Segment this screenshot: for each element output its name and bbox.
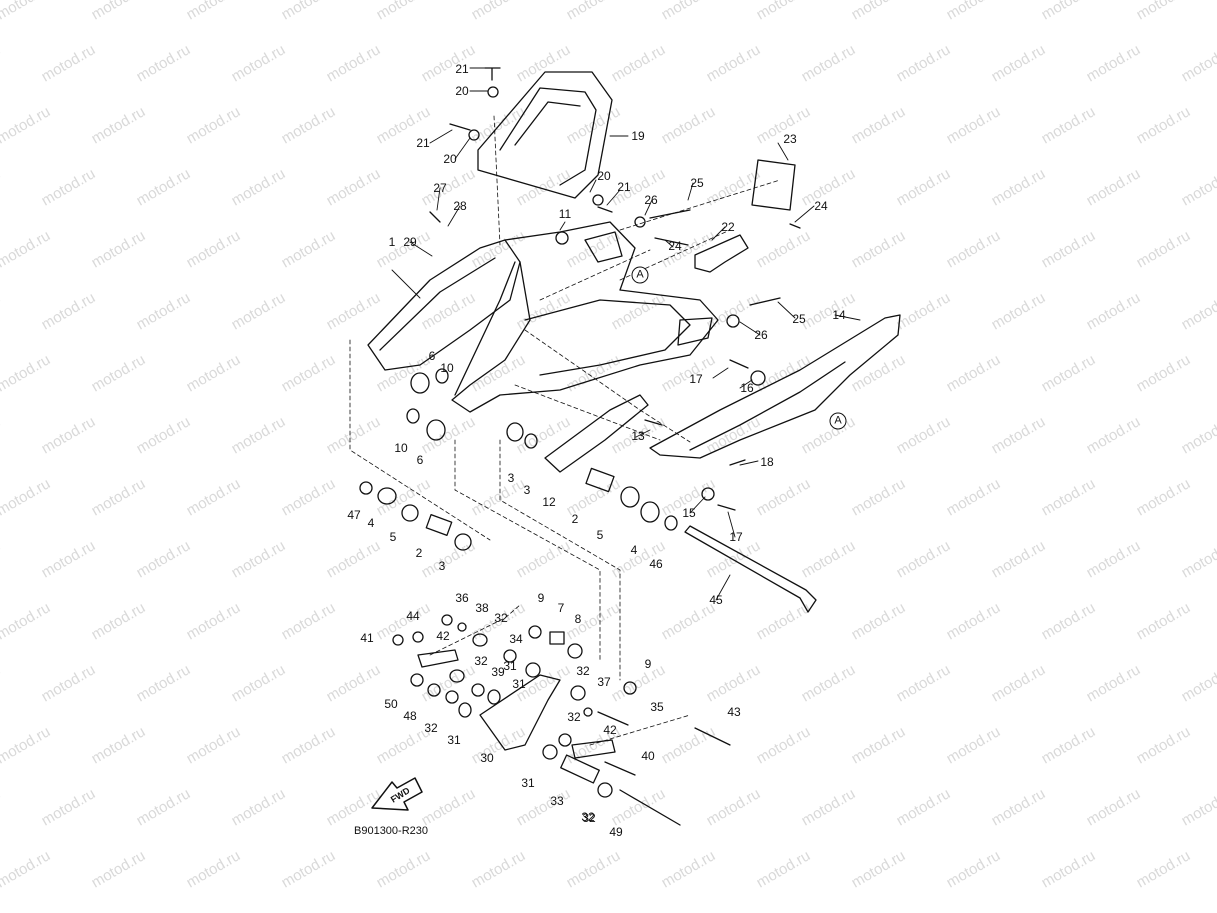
callout-number: 49 — [609, 825, 623, 839]
callout-number: 15 — [682, 506, 696, 520]
callout-number: 6 — [416, 453, 424, 467]
diagram-code: B901300-R230 — [354, 825, 429, 837]
callout-number: 50 — [384, 697, 398, 711]
callout-number: 2 — [415, 546, 423, 560]
callout-number: 46 — [649, 557, 663, 571]
callout-number: 21 — [416, 136, 430, 150]
callout-number: 14 — [832, 308, 846, 322]
callout-number: 9 — [537, 591, 545, 605]
callout-number: 31 — [503, 659, 517, 673]
callout-number: 20 — [443, 152, 457, 166]
callout-number: 12 — [542, 495, 556, 509]
callout-number: 32 — [494, 611, 508, 625]
callout-number: 41 — [360, 631, 374, 645]
callout-number: 32 — [581, 810, 595, 824]
callout-number: 4 — [367, 516, 375, 530]
callout-number: 16 — [740, 381, 754, 395]
callout-number: 44 — [406, 609, 420, 623]
callout-number: 3 — [523, 483, 531, 497]
callout-number: 17 — [689, 372, 703, 386]
swing-arm — [367, 221, 719, 413]
callout-number: 23 — [783, 132, 797, 146]
callout-number: 26 — [644, 193, 658, 207]
callout-number: 25 — [792, 312, 806, 326]
callout-number: 31 — [521, 776, 535, 790]
callout-number: 24 — [814, 199, 828, 213]
callout-number: 3 — [438, 559, 446, 573]
callout-number: 48 — [403, 709, 417, 723]
callout-number: 31 — [512, 677, 526, 691]
callout-number: 19 — [631, 129, 645, 143]
callout-number: 33 — [550, 794, 564, 808]
callout-number: 31 — [447, 733, 461, 747]
forward-arrow-icon — [371, 777, 423, 811]
callout-number: 28 — [453, 199, 467, 213]
callout-number: 21 — [455, 62, 469, 76]
callout-number: 47 — [347, 508, 361, 522]
callout-number: 20 — [455, 84, 469, 98]
callout-number: 18 — [760, 455, 774, 469]
pivot-shaft — [684, 525, 817, 613]
callout-number: 42 — [436, 629, 450, 643]
bracket — [694, 234, 749, 273]
callout-number: 2 — [571, 512, 579, 526]
callout-number: 24 — [668, 239, 682, 253]
cover-plate — [751, 159, 796, 211]
callout-number: 4 — [630, 543, 638, 557]
callout-number: 42 — [603, 723, 617, 737]
callout-number: 7 — [557, 601, 565, 615]
callout-number: 10 — [394, 441, 408, 455]
chain-slider — [544, 394, 649, 473]
callout-number: 39 — [491, 665, 505, 679]
callout-number: 10 — [440, 361, 454, 375]
callout-number: 13 — [631, 429, 645, 443]
callout-number: 21 — [617, 180, 631, 194]
callout-number: 5 — [596, 528, 604, 542]
callout-number: 40 — [641, 749, 655, 763]
callout-number: 30 — [480, 751, 494, 765]
callout-number: 35 — [650, 700, 664, 714]
callout-number: 32 — [474, 654, 488, 668]
callout-number: 36 — [455, 591, 469, 605]
callout-number: 22 — [721, 220, 735, 234]
callout-number: 17 — [729, 530, 743, 544]
callout-number: 3 — [507, 471, 515, 485]
callout-number: 32 — [582, 811, 596, 825]
callout-number: 8 — [574, 612, 582, 626]
callout-number: 1 — [388, 235, 396, 249]
assembly-guide-lines — [349, 115, 781, 746]
callout-number: 9 — [644, 657, 652, 671]
callout-number: 38 — [475, 601, 489, 615]
callout-number: 6 — [428, 349, 436, 363]
callout-number: 5 — [389, 530, 397, 544]
callout-number: 20 — [597, 169, 611, 183]
reference-mark: A — [829, 412, 847, 430]
callout-number: 34 — [509, 632, 523, 646]
chain-case — [649, 314, 901, 459]
callout-number: 45 — [709, 593, 723, 607]
bushings — [359, 86, 766, 798]
callout-number: 32 — [424, 721, 438, 735]
leader-lines — [391, 67, 861, 601]
callout-number: 43 — [727, 705, 741, 719]
relay-arm — [479, 674, 561, 751]
callout-number: 25 — [690, 176, 704, 190]
callout-number: 26 — [754, 328, 768, 342]
callout-number: 27 — [433, 181, 447, 195]
reference-mark: A — [631, 266, 649, 284]
callout-number: 32 — [567, 710, 581, 724]
callout-number: 29 — [403, 235, 417, 249]
callout-number: 37 — [597, 675, 611, 689]
callout-number: 11 — [558, 207, 572, 221]
rear-fender-cover — [477, 71, 613, 199]
callout-number: 32 — [576, 664, 590, 678]
connecting-rods — [417, 649, 616, 759]
